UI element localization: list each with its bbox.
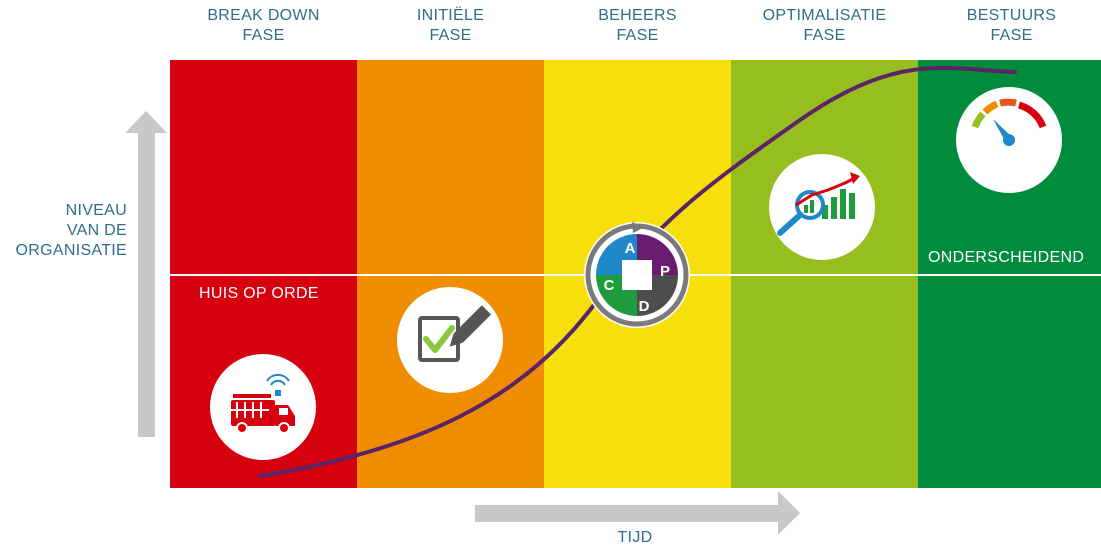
- phase-label-line1: OPTIMALISATIE: [762, 7, 887, 24]
- pdca-letter-p: P: [660, 263, 670, 280]
- y-axis-label-line2: VAN DE: [66, 222, 127, 239]
- band-label-huis-op-orde: HUIS OP ORDE: [199, 285, 319, 302]
- y-axis-label-line1: NIVEAU: [65, 202, 127, 219]
- phase-label-break-down: BREAK DOWN FASE: [170, 6, 357, 46]
- phase-label-line2: FASE: [990, 27, 1033, 44]
- phase-label-initiele: INITIËLE FASE: [357, 6, 544, 46]
- phase-label-bestuurs: BESTUURS FASE: [918, 6, 1101, 46]
- y-axis-label: NIVEAU VAN DE ORGANISATIE: [0, 201, 127, 261]
- phase-label-optimalisatie: OPTIMALISATIE FASE: [731, 6, 918, 46]
- pdca-cycle-icon: A P D C: [584, 222, 690, 328]
- x-axis-label: TIJD: [617, 529, 653, 546]
- fire-truck-icon: [210, 354, 316, 460]
- phase-label-line2: FASE: [616, 27, 659, 44]
- phase-label-line2: FASE: [803, 27, 846, 44]
- band-label-onderscheidend: ONDERSCHEIDEND: [928, 249, 1085, 266]
- phase-label-line1: BEHEERS: [598, 7, 677, 24]
- pdca-letter-c: C: [604, 277, 615, 294]
- y-axis-arrow: [125, 111, 167, 437]
- phase-label-line1: BESTUURS: [966, 7, 1057, 24]
- checklist-pen-icon: [397, 287, 503, 393]
- growth-curve: [258, 65, 1017, 478]
- pdca-letter-a: A: [625, 240, 636, 257]
- speedometer-icon: [956, 87, 1062, 193]
- magnifier-growth-chart-icon: [769, 154, 875, 260]
- phase-label-line2: FASE: [242, 27, 285, 44]
- pdca-letter-d: D: [639, 298, 650, 315]
- phase-label-line1: INITIËLE: [416, 7, 485, 24]
- phase-label-line2: FASE: [429, 27, 472, 44]
- x-axis-arrow: [475, 491, 800, 535]
- phase-label-line1: BREAK DOWN: [207, 7, 320, 24]
- y-axis-label-line3: ORGANISATIE: [15, 242, 127, 259]
- phase-label-beheers: BEHEERS FASE: [544, 6, 731, 46]
